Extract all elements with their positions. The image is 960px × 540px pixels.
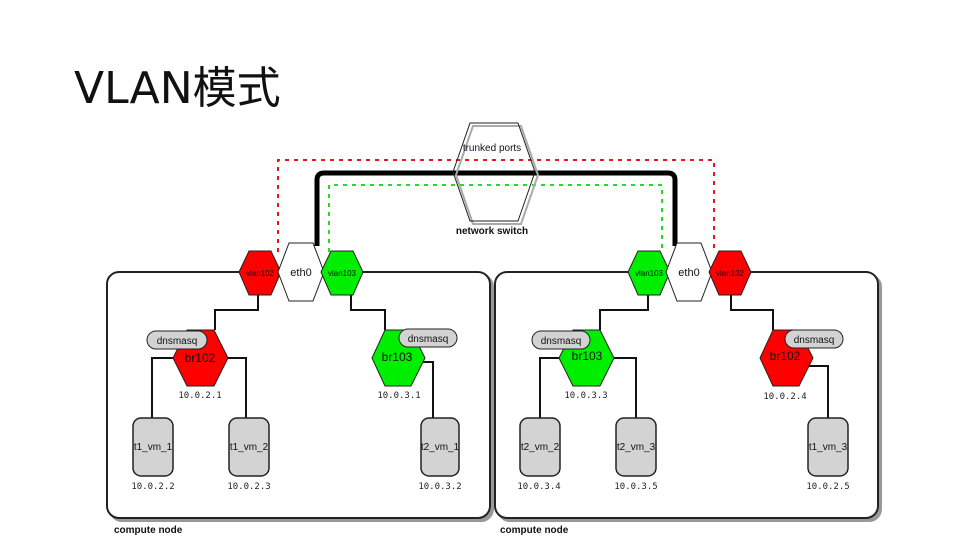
vlan103-trunk-line (328, 184, 663, 252)
vm-label: t2_vm_1 (421, 442, 460, 453)
node2-br103-dnsmasq (531, 330, 591, 350)
node1-br102-dnsmasq (146, 330, 208, 350)
node2-br102-dnsmasq-label: dnsmasq (794, 335, 835, 346)
node1-eth0-interface: eth0 (277, 242, 325, 302)
node2-br103-bridge: br103 dnsmasq 10.0.3.3 (531, 329, 615, 401)
vm-t2_vm_2: t2_vm_2 10.0.3.4 (517, 417, 561, 492)
physical-trunk-line (314, 170, 678, 246)
node1-br103-bridge: br103 dnsmasq 10.0.3.1 (371, 328, 458, 401)
node2-br103-dnsmasq-label: dnsmasq (541, 336, 582, 347)
vm-t1_vm_2: t1_vm_2 10.0.2.3 (227, 417, 271, 492)
node1-br103-ip: 10.0.3.1 (377, 391, 420, 401)
node2-links (539, 295, 829, 420)
node1-br103-dnsmasq (398, 328, 458, 348)
vlan102-trunk-line (277, 159, 715, 252)
vm-label: t2_vm_2 (521, 442, 560, 453)
vm-label: t1_vm_3 (809, 442, 848, 453)
vm-ip: 10.0.2.5 (806, 482, 849, 492)
node2-br103-label: br103 (572, 349, 603, 363)
vm-t2_vm_1: t2_vm_1 10.0.3.2 (418, 417, 462, 492)
vm-ip: 10.0.2.2 (131, 482, 174, 492)
vm-label: t1_vm_2 (230, 442, 269, 453)
vm-ip: 10.0.3.4 (517, 482, 560, 492)
vm-t1_vm_1: t1_vm_1 10.0.2.2 (131, 417, 175, 492)
node1-vlan102-label: vlan102 (246, 269, 275, 278)
node1-br103-dnsmasq-label: dnsmasq (408, 334, 449, 345)
slide-title: VLAN模式 (74, 63, 281, 114)
node2-br102-ip: 10.0.2.4 (763, 392, 806, 402)
vm-label: t1_vm_1 (134, 442, 173, 453)
node2-br103-ip: 10.0.3.3 (564, 391, 607, 401)
node2-eth0-label: eth0 (678, 267, 699, 279)
vm-ip: 10.0.3.2 (418, 482, 461, 492)
node1-eth0-label: eth0 (290, 267, 311, 279)
switch-caption: network switch (456, 226, 528, 237)
node2-br102-bridge: br102 dnsmasq 10.0.2.4 (759, 329, 844, 402)
vm-ip: 10.0.3.5 (614, 482, 657, 492)
node2-vlan103-label: vlan103 (635, 269, 664, 278)
compute-node-caption-2: compute node (500, 525, 569, 536)
vm-t1_vm_3: t1_vm_3 10.0.2.5 (806, 417, 850, 492)
switch-trunked-ports-label: trunked ports (463, 143, 521, 154)
vm-t2_vm_3: t2_vm_3 10.0.3.5 (614, 417, 658, 492)
node1-br102-bridge: br102 dnsmasq 10.0.2.1 (146, 329, 229, 401)
node1-br102-dnsmasq-label: dnsmasq (157, 336, 198, 347)
node1-br102-ip: 10.0.2.1 (178, 391, 221, 401)
node1-vlan102-interface: vlan102 (238, 250, 282, 296)
node2-eth0-interface: eth0 (665, 242, 713, 302)
node1-br103-label: br103 (382, 350, 413, 364)
node1-br102-label: br102 (185, 351, 216, 365)
node1-vlan103-interface: vlan103 (320, 250, 364, 296)
node2-vlan102-interface: vlan102 (708, 250, 752, 296)
node1-vlan103-label: vlan103 (328, 269, 357, 278)
compute-node-caption-1: compute node (114, 525, 183, 536)
vm-label: t2_vm_3 (617, 442, 656, 453)
node2-vlan103-interface: vlan103 (627, 250, 671, 296)
node2-br102-label: br102 (770, 349, 801, 363)
node2-br102-dnsmasq (784, 329, 844, 349)
network-switch: trunked ports network switch (452, 122, 540, 237)
node2-vlan102-label: vlan102 (716, 269, 745, 278)
vm-ip: 10.0.2.3 (227, 482, 270, 492)
